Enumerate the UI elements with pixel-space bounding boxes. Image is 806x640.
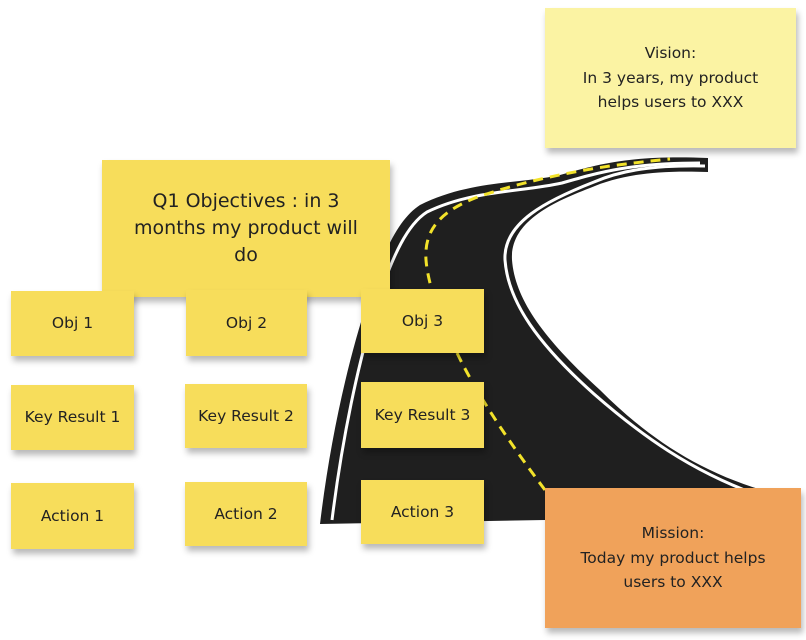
vision-text: Vision: In 3 years, my product helps use… xyxy=(582,43,759,112)
mission-note: Mission: Today my product helps users to… xyxy=(545,488,801,628)
action-1-label: Action 1 xyxy=(40,506,105,525)
road-left-edge xyxy=(330,161,701,521)
obj-3-label: Obj 3 xyxy=(401,311,444,330)
vision-note: Vision: In 3 years, my product helps use… xyxy=(545,8,796,148)
action-2-label: Action 2 xyxy=(214,504,278,523)
action-2-note: Action 2 xyxy=(185,482,307,546)
obj-3-note: Obj 3 xyxy=(361,289,484,353)
key-result-2-note: Key Result 2 xyxy=(185,384,307,448)
objectives-note: Q1 Objectives : in 3 months my product w… xyxy=(102,160,390,297)
mission-text: Mission: Today my product helps users to… xyxy=(580,523,766,592)
action-3-label: Action 3 xyxy=(390,502,455,521)
objectives-text: Q1 Objectives : in 3 months my product w… xyxy=(134,190,358,266)
key-result-3-label: Key Result 3 xyxy=(374,405,471,424)
action-3-note: Action 3 xyxy=(361,480,484,544)
obj-2-note: Obj 2 xyxy=(186,290,307,356)
key-result-2-label: Key Result 2 xyxy=(198,406,294,425)
action-1-note: Action 1 xyxy=(11,483,134,549)
obj-2-label: Obj 2 xyxy=(225,313,268,332)
obj-1-label: Obj 1 xyxy=(51,314,94,333)
key-result-1-note: Key Result 1 xyxy=(11,385,134,450)
key-result-1-label: Key Result 1 xyxy=(24,408,121,427)
key-result-3-note: Key Result 3 xyxy=(361,382,484,448)
road-right-edge xyxy=(503,164,756,496)
obj-1-note: Obj 1 xyxy=(11,291,134,356)
